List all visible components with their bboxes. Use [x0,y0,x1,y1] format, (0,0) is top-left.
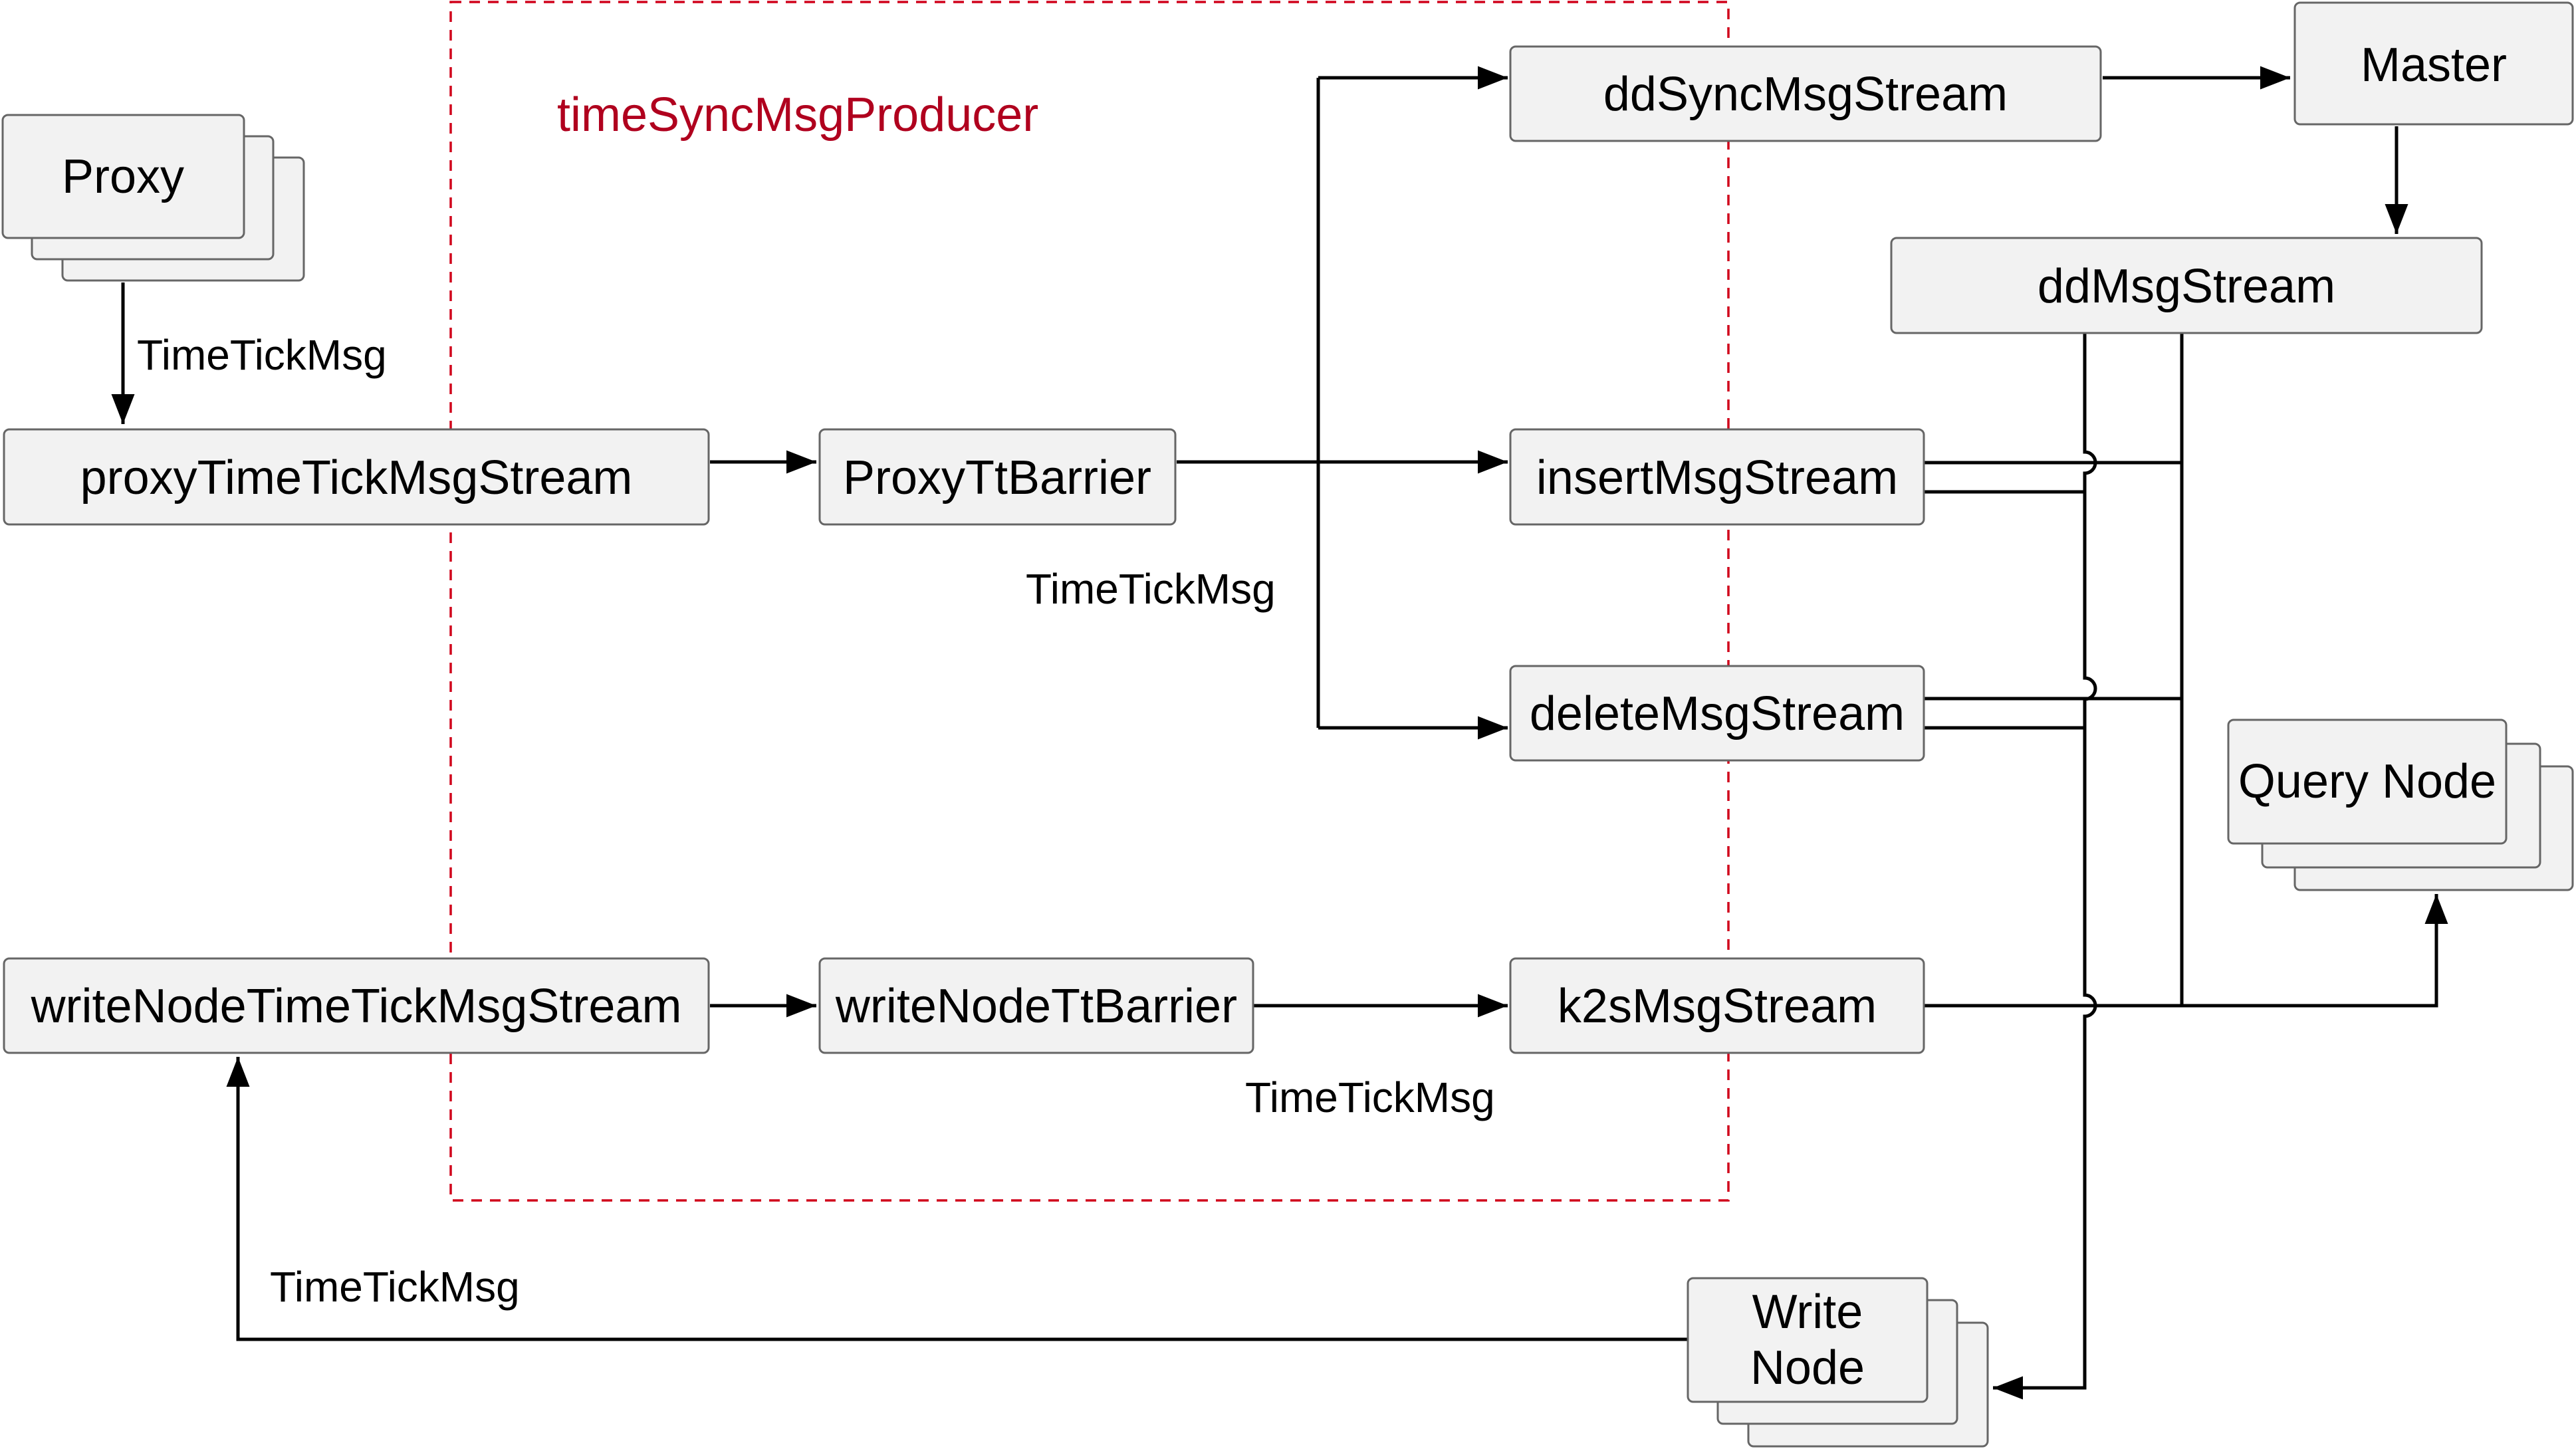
svg-text:Master: Master [2361,39,2507,92]
proxy-label: Proxy [62,150,184,203]
region-title: timeSyncMsgProducer [557,88,1038,142]
write-node-tt-barrier-node: writeNodeTtBarrier [818,957,1254,1054]
proxy-timetick-stream-node: proxyTimeTickMsgStream [3,428,710,526]
connectors [111,66,2448,1400]
write-node-timetick-stream-node: writeNodeTimeTickMsgStream [3,957,710,1054]
svg-text:ProxyTtBarrier: ProxyTtBarrier [843,451,1151,504]
svg-text:deleteMsgStream: deleteMsgStream [1530,687,1905,740]
svg-text:proxyTimeTickMsgStream: proxyTimeTickMsgStream [80,451,633,504]
dd-msg-stream-node: ddMsgStream [1890,237,2483,334]
svg-text:insertMsgStream: insertMsgStream [1536,451,1898,504]
query-node-label: Query Node [2238,755,2496,808]
edge-writenode-to-stream [226,1057,1687,1341]
edge-label-write-barrier-timetick: TimeTickMsg [1245,1073,1495,1121]
edge-label-proxy-timetick: TimeTickMsg [137,331,387,379]
write-node: Write Node [1687,1277,1989,1448]
edge-label-barrier-timetick: TimeTickMsg [1026,565,1276,613]
master-node: Master [2293,1,2574,126]
proxy-node: Proxy [1,114,305,282]
delete-msg-stream-node: deleteMsgStream [1509,665,1925,762]
write-node-label-line2: Node [1750,1341,1865,1395]
write-node-label-line1: Write [1752,1285,1863,1339]
edge-k2s-to-querynode [1925,894,2448,1008]
k2s-msg-stream-node: k2sMsgStream [1509,957,1925,1054]
svg-text:writeNodeTimeTickMsgStream: writeNodeTimeTickMsgStream [31,980,682,1033]
svg-text:k2sMsgStream: k2sMsgStream [1558,980,1877,1033]
svg-text:ddSyncMsgStream: ddSyncMsgStream [1603,68,2008,121]
time-sync-producer-region [449,1,1730,1202]
insert-msg-stream-node: insertMsgStream [1509,428,1925,526]
svg-text:ddMsgStream: ddMsgStream [2038,260,2335,313]
svg-text:writeNodeTtBarrier: writeNodeTtBarrier [835,980,1237,1033]
proxy-tt-barrier-node: ProxyTtBarrier [818,428,1177,526]
query-node: Query Node [2227,719,2574,891]
edge-label-writenode-timetick: TimeTickMsg [270,1263,520,1311]
dd-sync-msg-stream-node: ddSyncMsgStream [1509,45,2102,142]
